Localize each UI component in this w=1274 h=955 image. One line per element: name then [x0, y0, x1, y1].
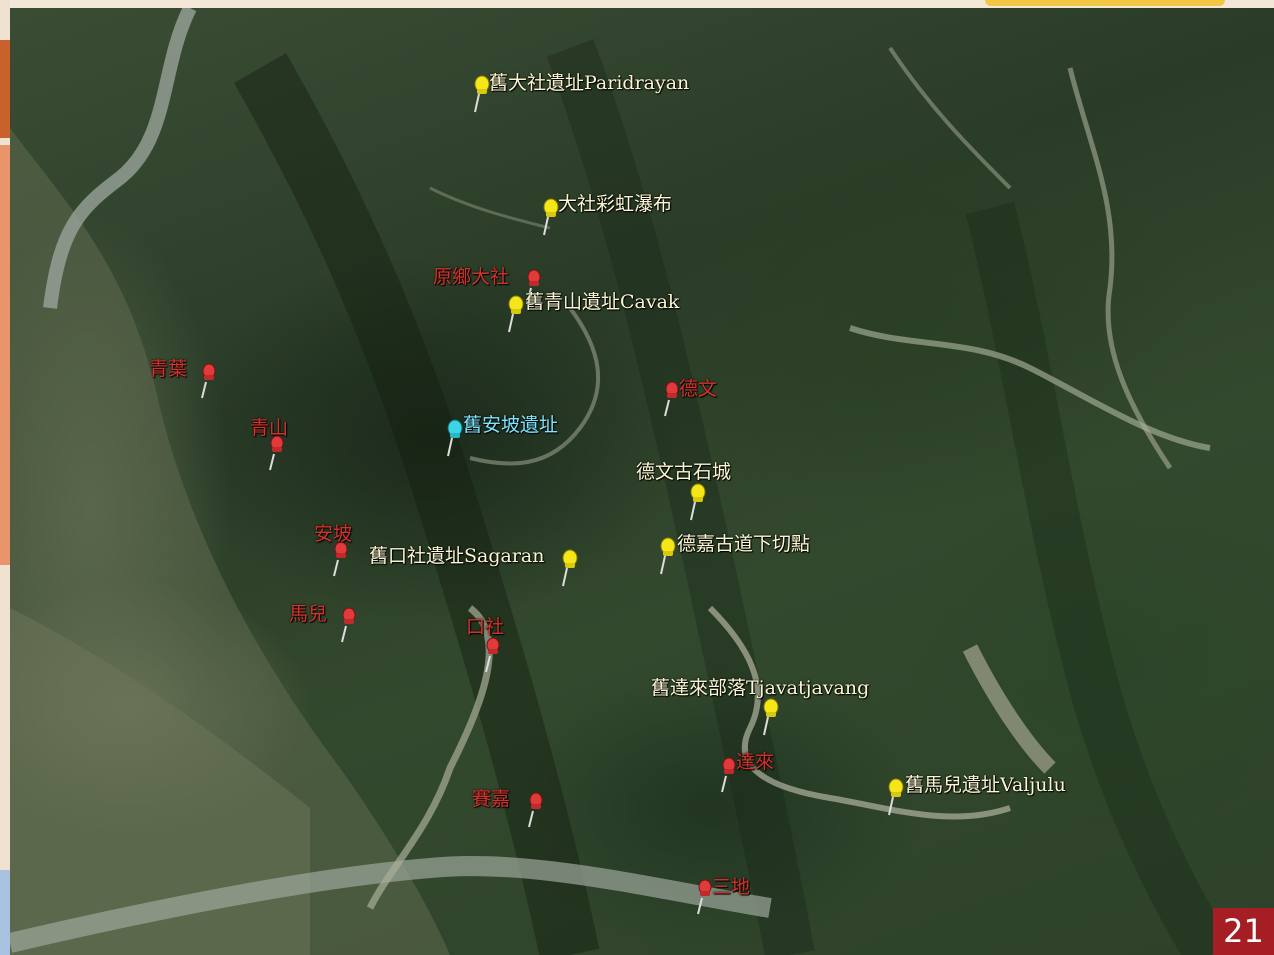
marker-label: 德嘉古道下切點 — [677, 533, 811, 555]
slide-edge-accent-salmon — [0, 145, 10, 565]
red-pushpin-icon[interactable] — [330, 540, 350, 580]
top-accent-bar — [985, 0, 1225, 6]
yellow-pushpin-icon[interactable] — [687, 482, 707, 522]
marker-label: 舊大社遺址Paridrayan — [489, 72, 690, 94]
yellow-pushpin-icon[interactable] — [505, 294, 525, 334]
marker-label: 舊馬兒遺址Valjulu — [905, 774, 1066, 796]
slide-edge-accent-blue — [0, 870, 10, 955]
cyan-pushpin-icon[interactable] — [444, 418, 464, 458]
red-pushpin-icon[interactable] — [718, 756, 738, 796]
red-pushpin-icon[interactable] — [198, 362, 218, 402]
marker-label: 口社 — [466, 616, 505, 638]
marker-label: 賽嘉 — [472, 788, 511, 810]
satellite-map[interactable] — [10, 8, 1274, 955]
yellow-pushpin-icon[interactable] — [471, 74, 491, 114]
marker-label: 舊安坡遺址 — [463, 414, 559, 436]
marker-label: 德文 — [679, 378, 718, 400]
yellow-pushpin-icon[interactable] — [559, 548, 579, 588]
marker-label: 德文古石城 — [636, 461, 732, 483]
red-pushpin-icon[interactable] — [338, 606, 358, 646]
yellow-pushpin-icon[interactable] — [657, 536, 677, 576]
marker-label: 青山 — [250, 417, 289, 439]
red-pushpin-icon[interactable] — [266, 434, 286, 474]
red-pushpin-icon[interactable] — [482, 636, 502, 676]
marker-label: 達來 — [736, 751, 775, 773]
marker-label: 舊達來部落Tjavatjavang — [651, 677, 870, 699]
slide-edge-accent-orange — [0, 40, 10, 138]
red-pushpin-icon[interactable] — [525, 791, 545, 831]
page-number-badge: 21 — [1213, 908, 1274, 955]
red-pushpin-icon[interactable] — [694, 878, 714, 918]
red-pushpin-icon[interactable] — [661, 380, 681, 420]
marker-label: 大社彩虹瀑布 — [558, 193, 673, 215]
terrain-layer — [10, 8, 1232, 955]
marker-label: 青葉 — [149, 358, 188, 380]
yellow-pushpin-icon[interactable] — [760, 697, 780, 737]
red-pushpin-icon[interactable] — [523, 268, 543, 308]
yellow-pushpin-icon[interactable] — [885, 777, 905, 817]
marker-label: 安坡 — [314, 523, 353, 545]
marker-label: 舊青山遺址Cavak — [525, 291, 680, 313]
marker-label: 三地 — [712, 876, 751, 898]
marker-label: 馬兒 — [289, 603, 328, 625]
marker-label: 舊口社遺址Sagaran — [369, 545, 545, 567]
yellow-pushpin-icon[interactable] — [540, 197, 560, 237]
marker-label: 原鄉大社 — [433, 266, 510, 288]
